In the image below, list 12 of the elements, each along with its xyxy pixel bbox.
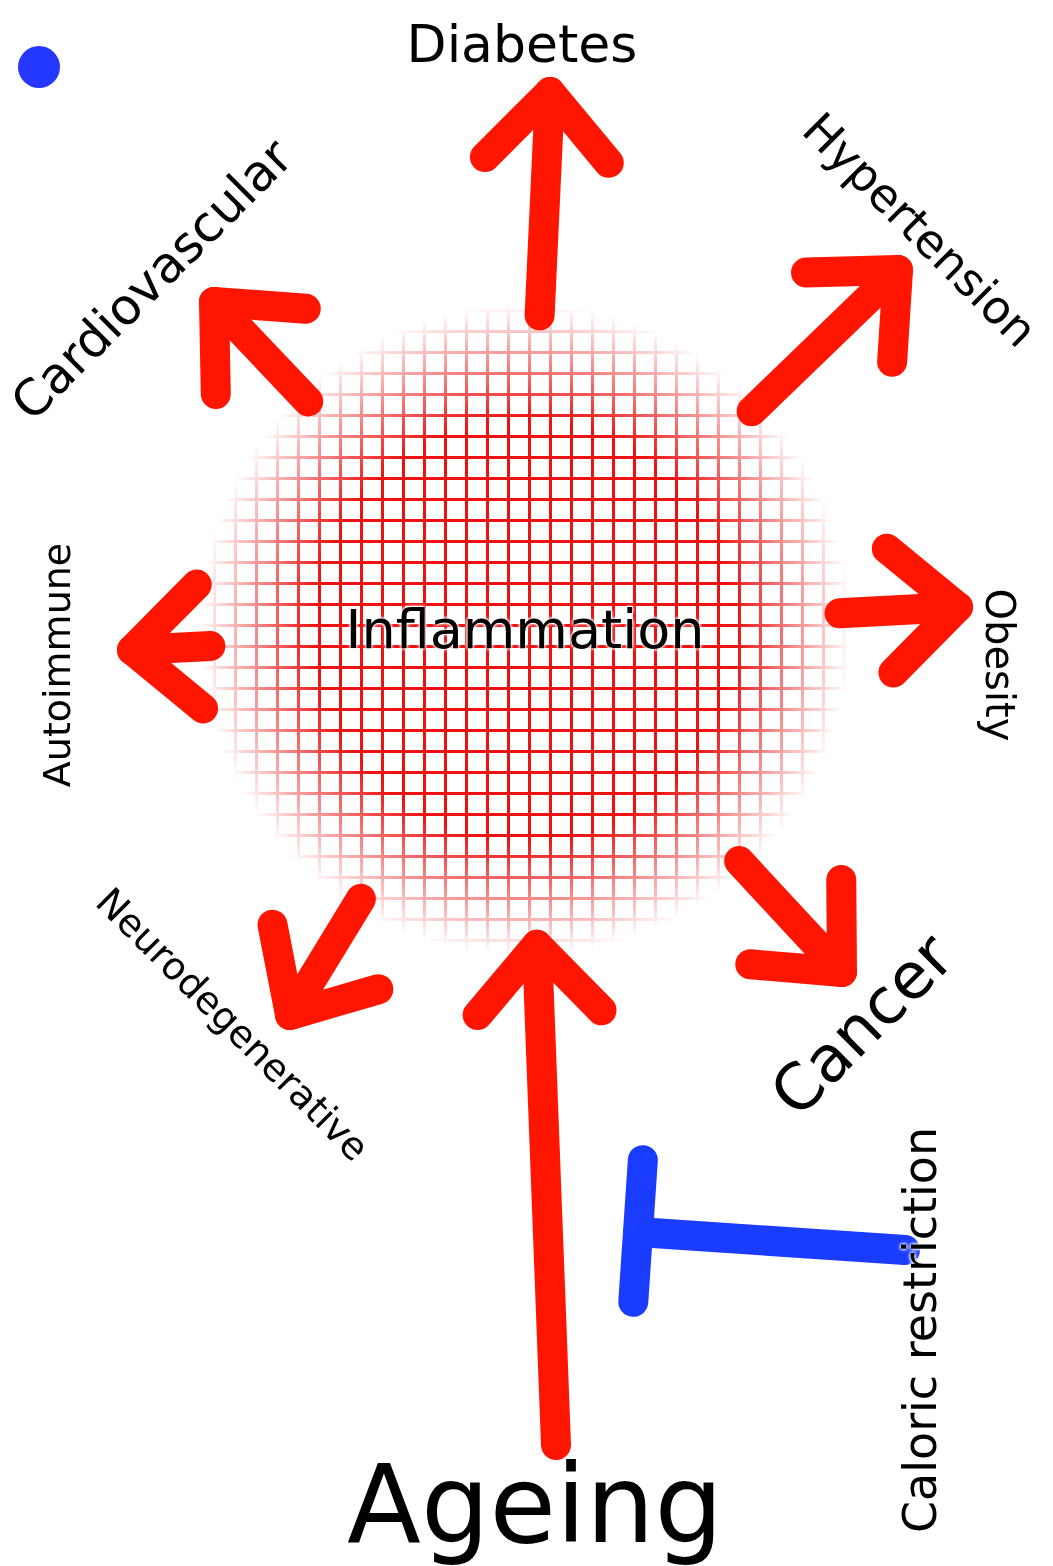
- arrow: [462, 929, 617, 1460]
- node-label: Obesity: [978, 588, 1022, 742]
- arrow: [199, 287, 324, 417]
- arrow: [736, 255, 913, 427]
- node-label: Autoimmune: [37, 542, 79, 788]
- node-label: Caloric restriction: [894, 1126, 946, 1534]
- arrow: [724, 846, 857, 987]
- arrow: [117, 569, 226, 724]
- arrow: [469, 77, 624, 331]
- node-label: Diabetes: [406, 16, 638, 74]
- node-label: Ageing: [347, 1445, 723, 1565]
- arrow: [257, 883, 394, 1030]
